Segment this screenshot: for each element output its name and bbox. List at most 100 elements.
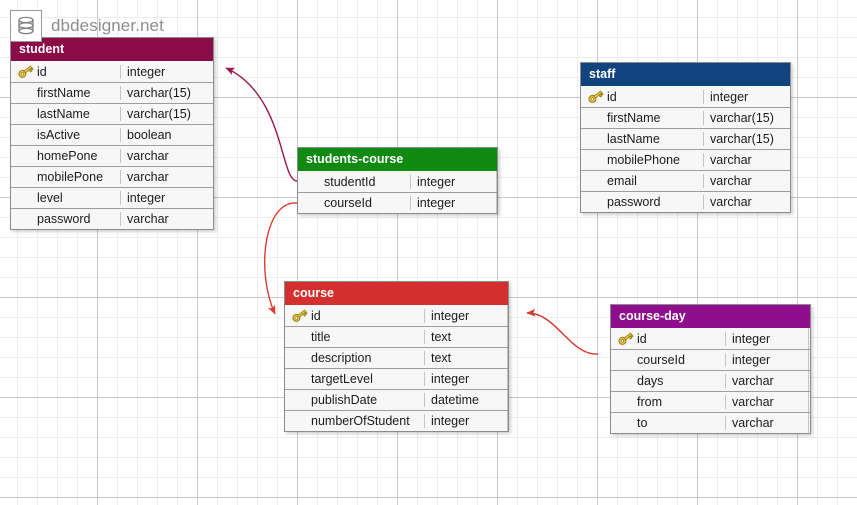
entity-title-course-day[interactable]: course-day	[611, 305, 810, 328]
field-type: varchar	[703, 174, 790, 188]
entity-title-course[interactable]: course	[285, 282, 508, 305]
field-name: firstName	[607, 111, 661, 125]
field-name: id	[37, 64, 47, 79]
field-type: varchar	[120, 212, 213, 226]
field-type: varchar	[725, 395, 808, 409]
field-name: to	[637, 416, 648, 430]
field-type: varchar(15)	[120, 107, 213, 121]
field-name: isActive	[37, 128, 81, 142]
field-column-divider	[507, 411, 508, 431]
relationship-courseday-to-course[interactable]	[526, 308, 599, 355]
field-row[interactable]: studentId integer	[298, 171, 497, 192]
field-row[interactable]: mobilePone varchar	[11, 166, 213, 187]
entity-title-student[interactable]: student	[11, 38, 213, 61]
field-name: level	[37, 191, 63, 205]
field-name: id	[607, 89, 617, 104]
field-type: integer	[725, 353, 808, 367]
entity-title-staff[interactable]: staff	[581, 63, 790, 86]
field-type: boolean	[120, 128, 213, 142]
field-name: email	[607, 174, 637, 188]
field-row[interactable]: level integer	[11, 187, 213, 208]
field-column-divider	[507, 327, 508, 347]
field-column-divider	[808, 392, 809, 412]
field-row[interactable]: courseId integer	[611, 349, 810, 370]
field-type: text	[424, 351, 507, 365]
field-row[interactable]: firstName varchar(15)	[11, 82, 213, 103]
field-name: numberOfStudent	[311, 414, 410, 428]
field-type: varchar(15)	[120, 86, 213, 100]
field-column-divider	[808, 328, 809, 349]
field-type: varchar	[120, 170, 213, 184]
field-type: integer	[725, 331, 808, 346]
field-row[interactable]: lastName varchar(15)	[11, 103, 213, 124]
field-column-divider	[496, 171, 497, 192]
field-type: text	[424, 330, 507, 344]
field-name: id	[311, 308, 321, 323]
field-name: targetLevel	[311, 372, 373, 386]
field-name: courseId	[637, 353, 685, 367]
relationship-studentscourse-to-student[interactable]	[225, 67, 298, 182]
field-type: varchar	[725, 416, 808, 430]
field-row[interactable]: courseId integer	[298, 192, 497, 213]
field-type: varchar(15)	[703, 132, 790, 146]
field-row[interactable]: isActive boolean	[11, 124, 213, 145]
field-name: mobilePhone	[607, 153, 680, 167]
field-column-divider	[507, 369, 508, 389]
field-type: integer	[424, 308, 507, 323]
field-column-divider	[507, 348, 508, 368]
field-name: lastName	[37, 107, 90, 121]
field-type: integer	[410, 174, 496, 189]
field-name: password	[607, 195, 661, 209]
field-type: integer	[703, 89, 790, 104]
field-name: courseId	[324, 196, 372, 210]
field-type: integer	[120, 191, 213, 205]
field-name: homePone	[37, 149, 98, 163]
field-row[interactable]: to varchar	[611, 412, 810, 433]
field-type: varchar	[120, 149, 213, 163]
primary-key-icon	[581, 89, 607, 104]
field-row[interactable]: homePone varchar	[11, 145, 213, 166]
field-row[interactable]: password varchar	[581, 191, 790, 212]
field-type: datetime	[424, 393, 507, 407]
field-row[interactable]: id integer	[581, 86, 790, 107]
field-row[interactable]: id integer	[285, 305, 508, 326]
field-row[interactable]: from varchar	[611, 391, 810, 412]
field-column-divider	[507, 305, 508, 326]
field-column-divider	[808, 371, 809, 391]
field-column-divider	[808, 413, 809, 433]
field-type: varchar	[703, 195, 790, 209]
field-name: studentId	[324, 174, 376, 189]
field-name: password	[37, 212, 91, 226]
field-name: firstName	[37, 86, 91, 100]
field-row[interactable]: lastName varchar(15)	[581, 128, 790, 149]
field-column-divider	[808, 350, 809, 370]
field-name: lastName	[607, 132, 660, 146]
field-row[interactable]: email varchar	[581, 170, 790, 191]
field-name: from	[637, 395, 662, 409]
field-name: mobilePone	[37, 170, 104, 184]
field-row[interactable]: password varchar	[11, 208, 213, 229]
brand: dbdesigner.net	[10, 10, 164, 42]
field-type: varchar	[725, 374, 808, 388]
field-type: integer	[410, 196, 496, 210]
entity-title-students-course[interactable]: students-course	[298, 148, 497, 171]
entity-table-students-course[interactable]: students-course studentId integer courseId i…	[297, 147, 498, 214]
primary-key-icon	[611, 331, 637, 346]
